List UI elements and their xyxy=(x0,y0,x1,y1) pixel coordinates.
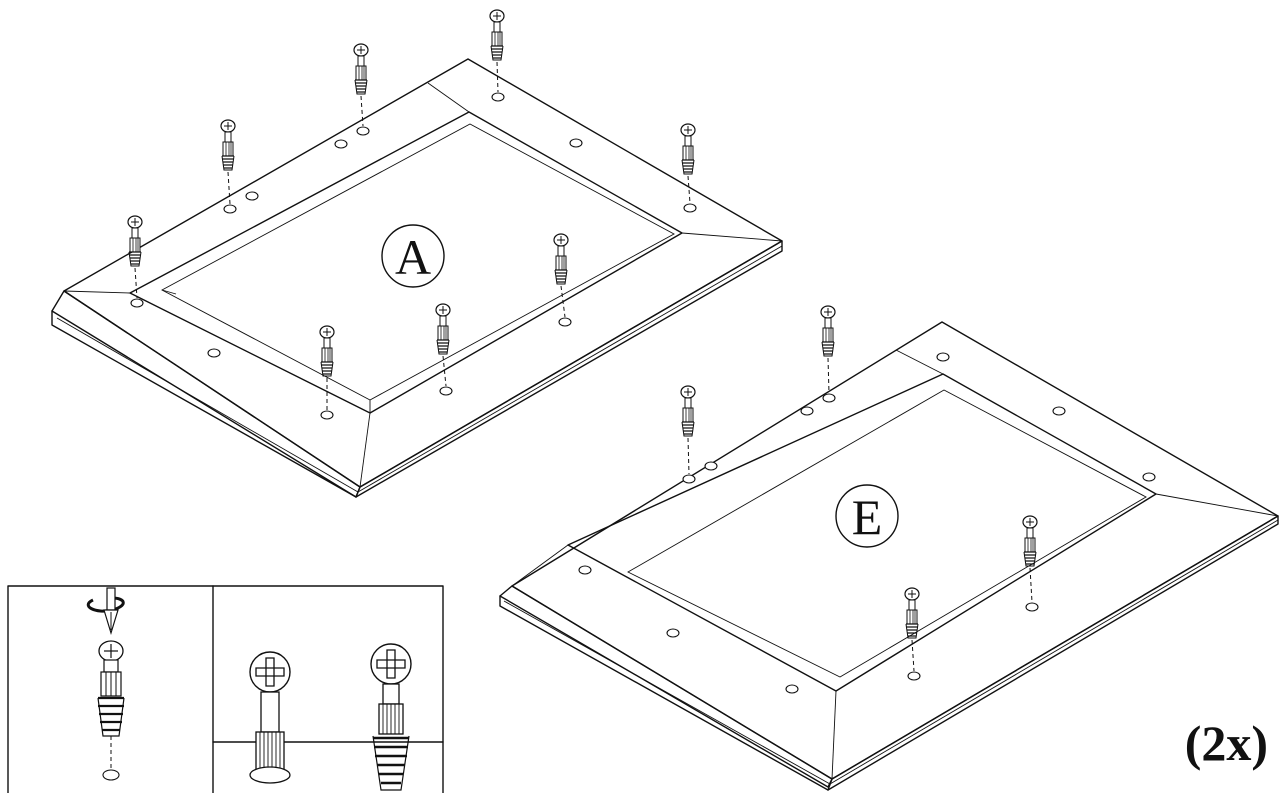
cam-dowel xyxy=(680,123,696,204)
panel-a: A xyxy=(51,9,783,498)
panel-label-circle: E xyxy=(835,484,899,548)
cam-dowel xyxy=(319,325,335,410)
cam-dowel xyxy=(220,119,236,205)
cam-dowel xyxy=(127,215,143,299)
panel-e: E xyxy=(499,305,1279,791)
panel-label-circle: A xyxy=(381,224,445,288)
cam-dowel xyxy=(904,587,920,672)
cam-dowel xyxy=(680,385,696,475)
quantity-label: (2x) xyxy=(1185,715,1268,771)
detail-box xyxy=(7,585,444,793)
detail-left-screwing xyxy=(86,587,125,781)
cam-dowel xyxy=(353,43,369,127)
detail-right-fitted xyxy=(212,643,444,791)
panel-label: A xyxy=(395,229,431,285)
panel-label: E xyxy=(852,489,883,545)
cam-dowel xyxy=(1022,515,1038,603)
cam-dowel xyxy=(553,233,569,318)
cam-dowel xyxy=(820,305,836,394)
cam-dowel xyxy=(435,303,451,387)
cam-dowel xyxy=(489,9,505,93)
